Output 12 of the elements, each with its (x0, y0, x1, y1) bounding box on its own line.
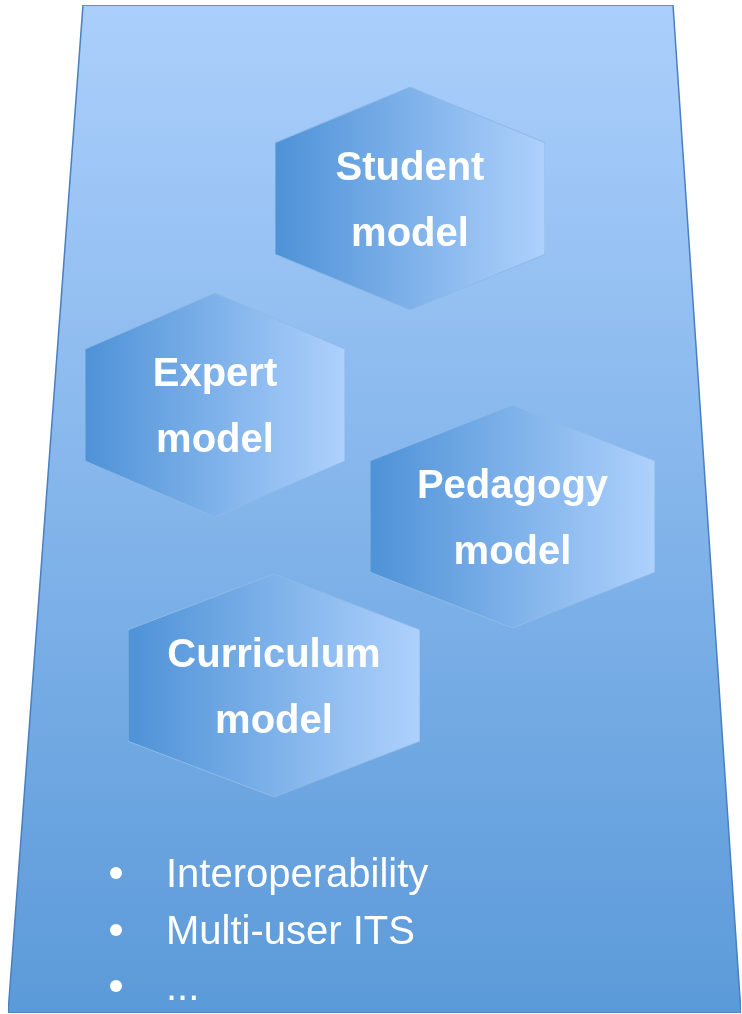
hexagon-shape (370, 405, 655, 628)
bullet-item: Interoperability (166, 850, 429, 897)
model-label: Student model (335, 142, 485, 256)
trapezoid-panel (8, 5, 741, 1013)
bullet-item: Multi-user ITS (166, 906, 416, 954)
hexagon-shape (85, 293, 345, 517)
model-label: Curriculum model (167, 629, 381, 743)
bullet-item: ... (166, 963, 201, 1010)
model-label: Expert model (152, 349, 278, 462)
hexagon-shape (128, 574, 420, 797)
model-label: Pedagogy model (416, 460, 609, 574)
hexagon-shape (275, 87, 545, 310)
